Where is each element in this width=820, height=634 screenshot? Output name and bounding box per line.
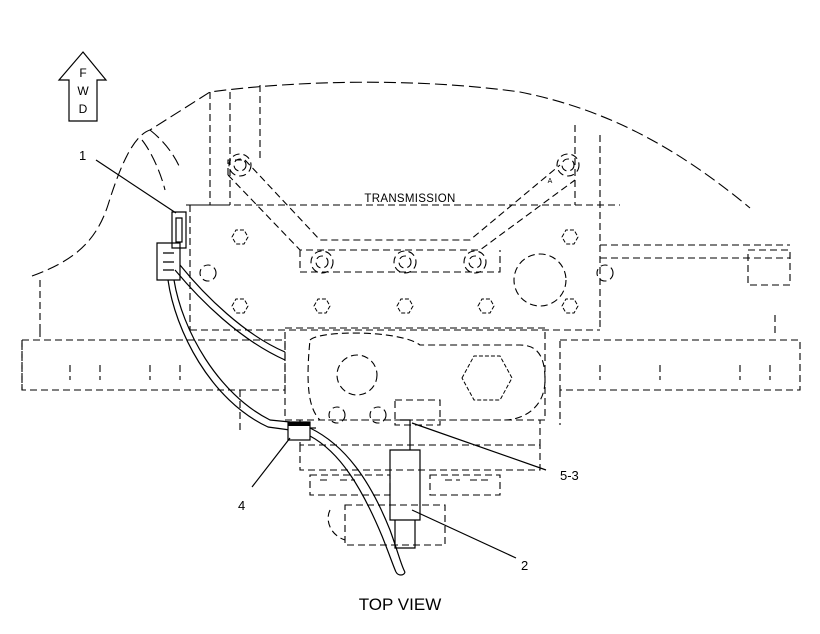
view-title: TOP VIEW [359,595,442,614]
leader-4 [251,437,291,488]
small-a-label: A [548,178,553,185]
callout-4: 4 [238,498,245,513]
leader-2 [411,509,517,559]
switch-body [389,419,421,549]
round-bolts [199,153,614,424]
frame-rails [21,330,801,430]
leader-5-3 [411,422,547,471]
callout-1: 1 [79,148,86,163]
fwd-letter-w: W [77,84,89,98]
transmission-housing [31,81,791,335]
fwd-letter-f: F [79,66,86,80]
leader-lines [95,159,547,559]
hex-bolts [231,229,579,401]
fwd-arrow-icon: F W D [57,51,108,122]
callout-5-3: 5-3 [560,468,579,483]
leader-1 [95,159,177,214]
sensor-connector [156,204,225,281]
v-channel: TRANSMISSION A [227,159,576,273]
callout-2: 2 [521,558,528,573]
wire-harness [167,264,406,576]
harness-connector [287,421,316,441]
callouts: 1 2 4 5-3 [79,148,579,573]
transmission-label: TRANSMISSION [364,193,455,205]
fwd-letter-d: D [79,102,88,116]
